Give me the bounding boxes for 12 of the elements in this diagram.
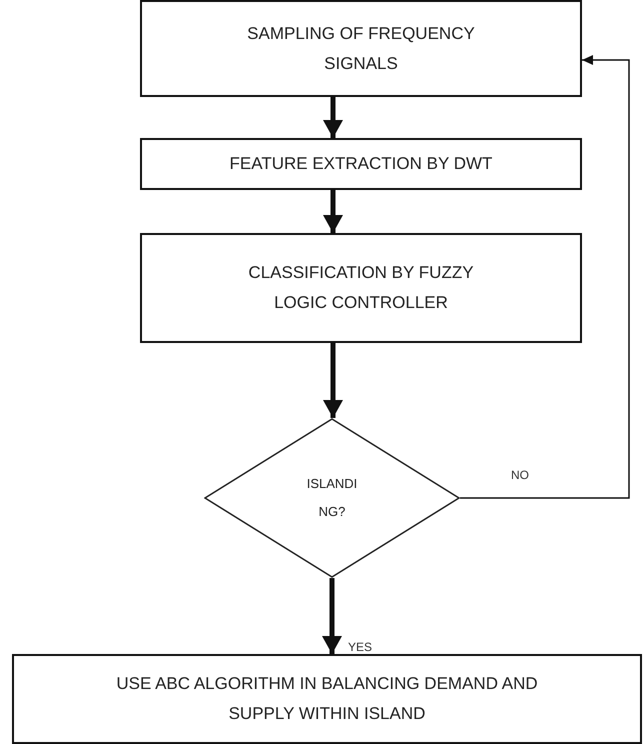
arrow (460, 55, 630, 499)
process-box: CLASSIFICATION BY FUZZY LOGIC CONTROLLER (140, 233, 582, 343)
arrow (322, 578, 342, 654)
process-box: SAMPLING OF FREQUENCY SIGNALS (140, 0, 582, 97)
arrow (323, 190, 343, 233)
edge-label: NO (510, 468, 530, 482)
arrow (323, 343, 343, 418)
process-box: USE ABC ALGORITHM IN BALANCING DEMAND AND SUPPLY WITHIN ISLAND (12, 654, 642, 744)
process-box: FEATURE EXTRACTION BY DWT (140, 138, 582, 190)
decision-diamond: ISLANDI NG? (204, 418, 460, 578)
arrow (323, 97, 343, 138)
edge-label: YES (347, 640, 374, 654)
